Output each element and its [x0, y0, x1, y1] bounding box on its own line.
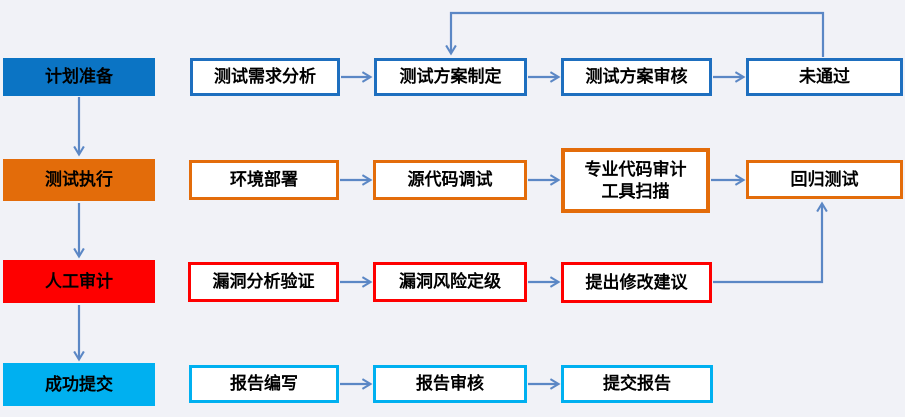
arrow-suggestions-to-regression: [713, 201, 828, 284]
stage-test-execution: 测试执行: [3, 159, 155, 201]
node-not-passed: 未通过: [746, 58, 903, 96]
node-report-writing: 报告编写: [189, 365, 339, 403]
node-report-review: 报告审核: [373, 365, 527, 403]
node-code-audit-scan: 专业代码审计 工具扫描: [561, 148, 710, 213]
node-source-debugging: 源代码调试: [373, 160, 527, 200]
node-change-suggestions: 提出修改建议: [561, 262, 712, 303]
node-vuln-analysis: 漏洞分析验证: [188, 262, 339, 302]
node-requirement-analysis: 测试需求分析: [190, 58, 340, 96]
arrow-notpassed-feedback-loop: [445, 11, 825, 57]
stage-manual-audit: 人工审计: [3, 260, 155, 303]
node-plan-creation: 测试方案制定: [374, 58, 527, 96]
stage-submission: 成功提交: [3, 363, 155, 406]
node-vuln-rating: 漏洞风险定级: [373, 262, 527, 302]
node-regression-test: 回归测试: [746, 160, 903, 199]
node-env-deployment: 环境部署: [189, 160, 339, 200]
stage-plan-preparation: 计划准备: [3, 58, 155, 96]
node-plan-review: 测试方案审核: [561, 58, 712, 96]
node-report-submit: 提交报告: [561, 365, 713, 403]
